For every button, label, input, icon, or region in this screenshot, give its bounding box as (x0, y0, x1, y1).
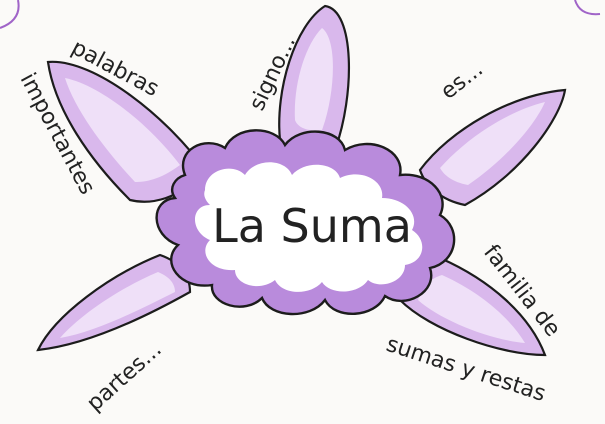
petal-top (278, 4, 351, 154)
petal-bottom-left (36, 253, 192, 352)
corner-doodle-right (574, 0, 601, 16)
corner-doodle-left (0, 0, 20, 29)
label-es: es... (436, 57, 488, 105)
petal-right (418, 88, 567, 207)
center-title: La Suma (212, 199, 412, 253)
center-cloud (155, 129, 456, 316)
label-partes: partes... (82, 337, 166, 417)
